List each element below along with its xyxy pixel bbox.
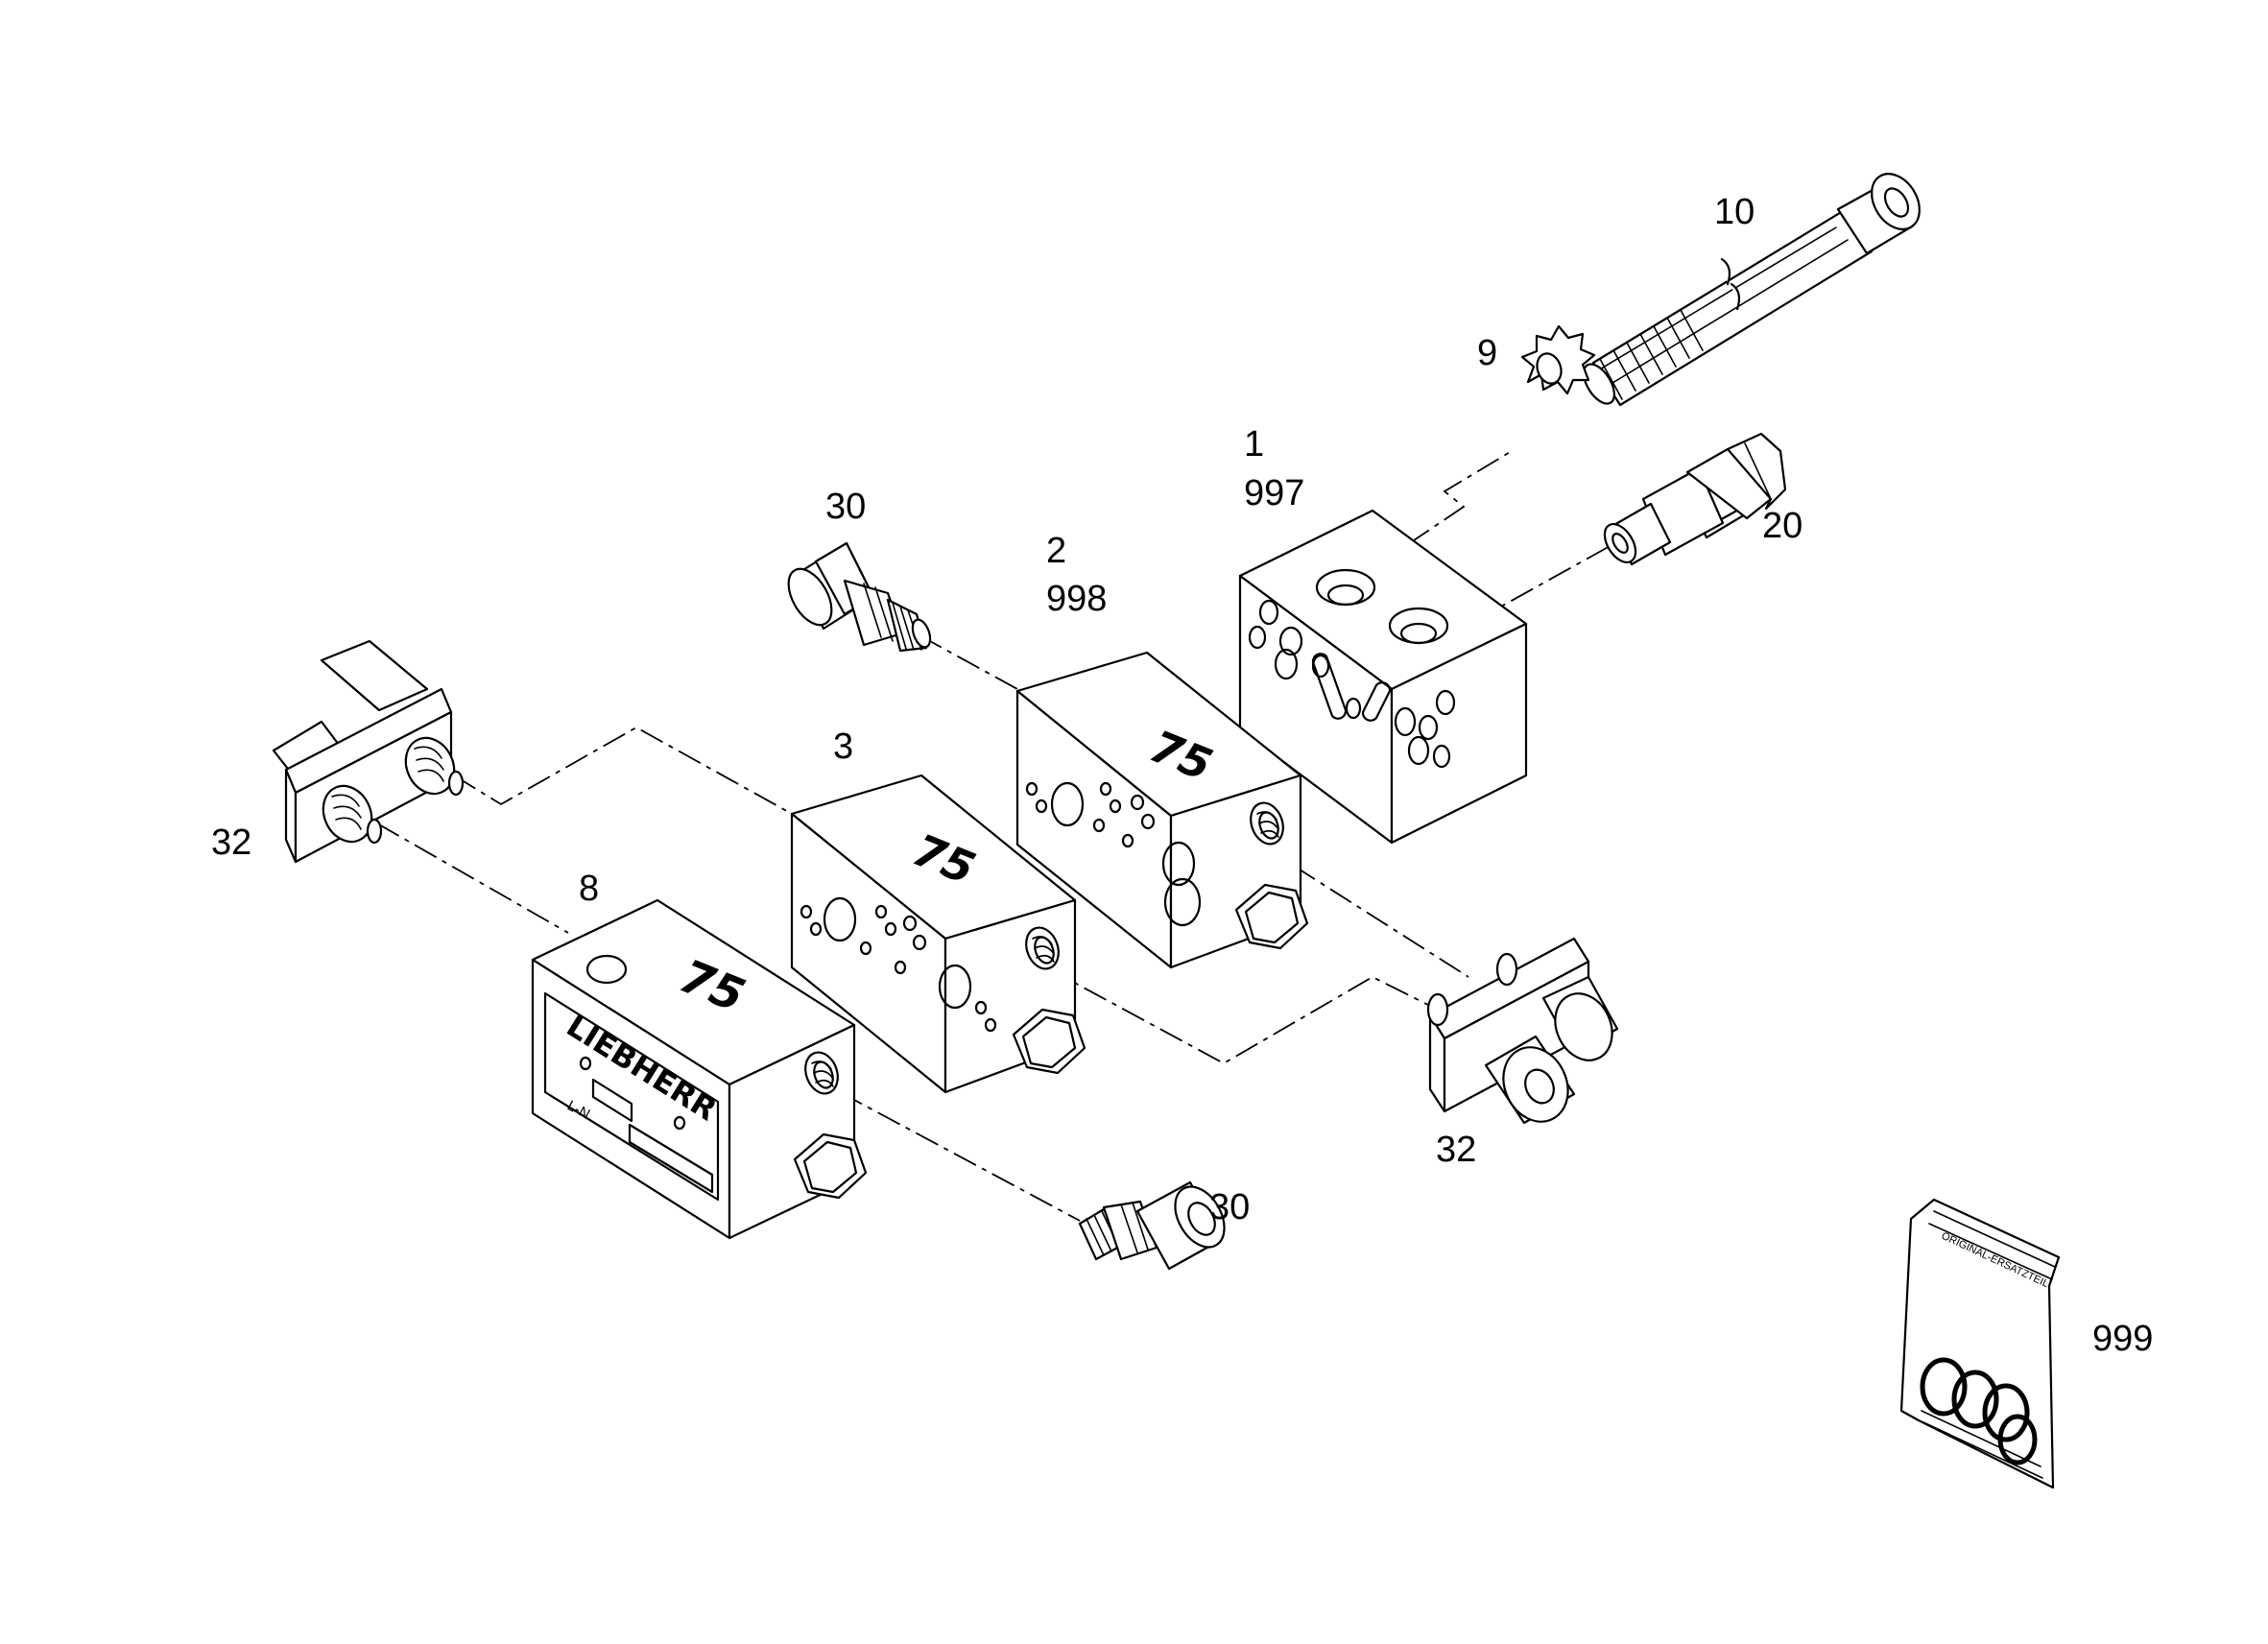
label-3: 3 xyxy=(833,727,853,767)
assembly-lines xyxy=(376,450,1623,1222)
label-30-bottom: 30 xyxy=(1209,1187,1250,1227)
label-32-right: 32 xyxy=(1436,1130,1476,1170)
label-10: 10 xyxy=(1714,192,1755,232)
part-999-seal-bag: ORIGINAL-ERSATZTEIL xyxy=(1899,1198,2061,1489)
label-1: 1 xyxy=(1244,424,1264,465)
position-labels: 10 9 1 997 20 30 2 998 3 32 8 32 30 999 xyxy=(211,192,2153,1359)
part-30-bottom-fitting xyxy=(1078,1180,1226,1271)
label-32-left: 32 xyxy=(211,822,251,863)
label-998: 998 xyxy=(1046,579,1107,619)
part-8-block: 75 LIEBHERR L-N xyxy=(531,898,868,1240)
label-999: 999 xyxy=(2092,1319,2153,1359)
label-30-top: 30 xyxy=(825,487,866,527)
label-997: 997 xyxy=(1244,473,1304,513)
label-8: 8 xyxy=(579,869,599,909)
label-20: 20 xyxy=(1762,506,1802,546)
part-2-block: 75 xyxy=(1015,651,1309,969)
part-10-screw xyxy=(1583,173,1921,407)
part-3-block: 75 xyxy=(790,774,1086,1094)
part-20-fitting xyxy=(1603,432,1787,566)
part-1-block xyxy=(1238,509,1528,845)
part-30-top-fitting xyxy=(787,541,932,653)
part-9-washer xyxy=(1520,324,1596,395)
label-9: 9 xyxy=(1477,333,1497,373)
part-32-left-plate xyxy=(272,639,465,864)
screw-thread xyxy=(1599,309,1704,400)
part-32-right-plate xyxy=(1426,937,1619,1125)
label-2: 2 xyxy=(1046,531,1066,571)
